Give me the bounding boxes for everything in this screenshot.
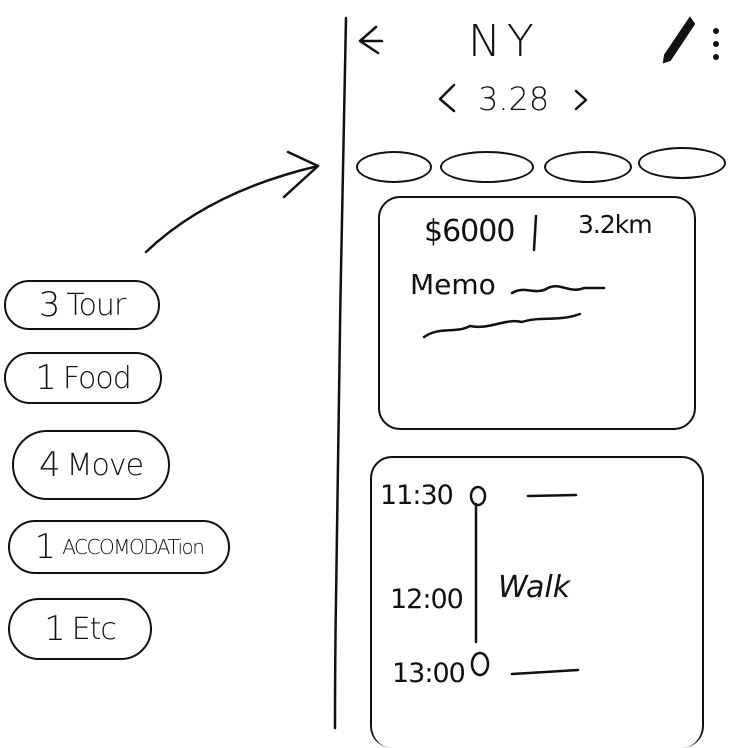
category-count: 1 (34, 527, 57, 567)
current-date: 3.28 (478, 80, 550, 118)
category-label: Tour (66, 287, 126, 323)
category-chip[interactable] (440, 151, 534, 183)
category-pill-food[interactable]: 1 Food (4, 352, 162, 404)
category-label: Move (66, 447, 144, 483)
screen-left-edge (333, 16, 348, 730)
chevron-left-icon (438, 83, 456, 113)
timeline-time: 13:00 (392, 658, 466, 689)
pointer-arrow (144, 164, 320, 254)
category-pill-accommodation[interactable]: 1 ACCOMODATion (8, 520, 230, 574)
category-pill-etc[interactable]: 1 Etc (8, 598, 152, 660)
arrow-left-icon (358, 25, 384, 55)
pointer-arrow-head (282, 150, 320, 199)
edit-button[interactable] (660, 14, 696, 66)
total-cost: $6000 (424, 214, 515, 249)
next-date-button[interactable] (570, 86, 592, 114)
transport-mode: Walk (498, 570, 571, 605)
page-title: NY (468, 16, 540, 67)
category-count: 1 (44, 609, 66, 649)
chevron-right-icon (574, 89, 588, 111)
memo-label: Memo (410, 268, 496, 301)
timeline-card (370, 456, 704, 748)
category-chip[interactable] (356, 151, 432, 183)
back-button[interactable] (352, 22, 386, 58)
pencil-icon (662, 16, 696, 64)
category-count: 4 (38, 445, 61, 485)
category-pill-tour[interactable]: 3 Tour (4, 280, 160, 330)
total-distance: 3.2km (578, 210, 653, 239)
category-label: Etc (71, 611, 117, 647)
timeline-time: 12:00 (390, 584, 464, 615)
category-pill-move[interactable]: 4 Move (12, 430, 170, 500)
category-count: 3 (38, 285, 61, 325)
category-chip[interactable] (544, 151, 632, 183)
category-chip[interactable] (638, 147, 726, 179)
timeline-time: 11:30 (380, 480, 454, 511)
category-count: 1 (35, 358, 57, 398)
category-label: ACCOMODATion (62, 535, 205, 559)
vertical-dots-icon (713, 28, 719, 60)
summary-card (378, 196, 696, 430)
category-label: Food (62, 360, 132, 396)
previous-date-button[interactable] (434, 80, 460, 116)
more-options-button[interactable] (708, 26, 724, 62)
